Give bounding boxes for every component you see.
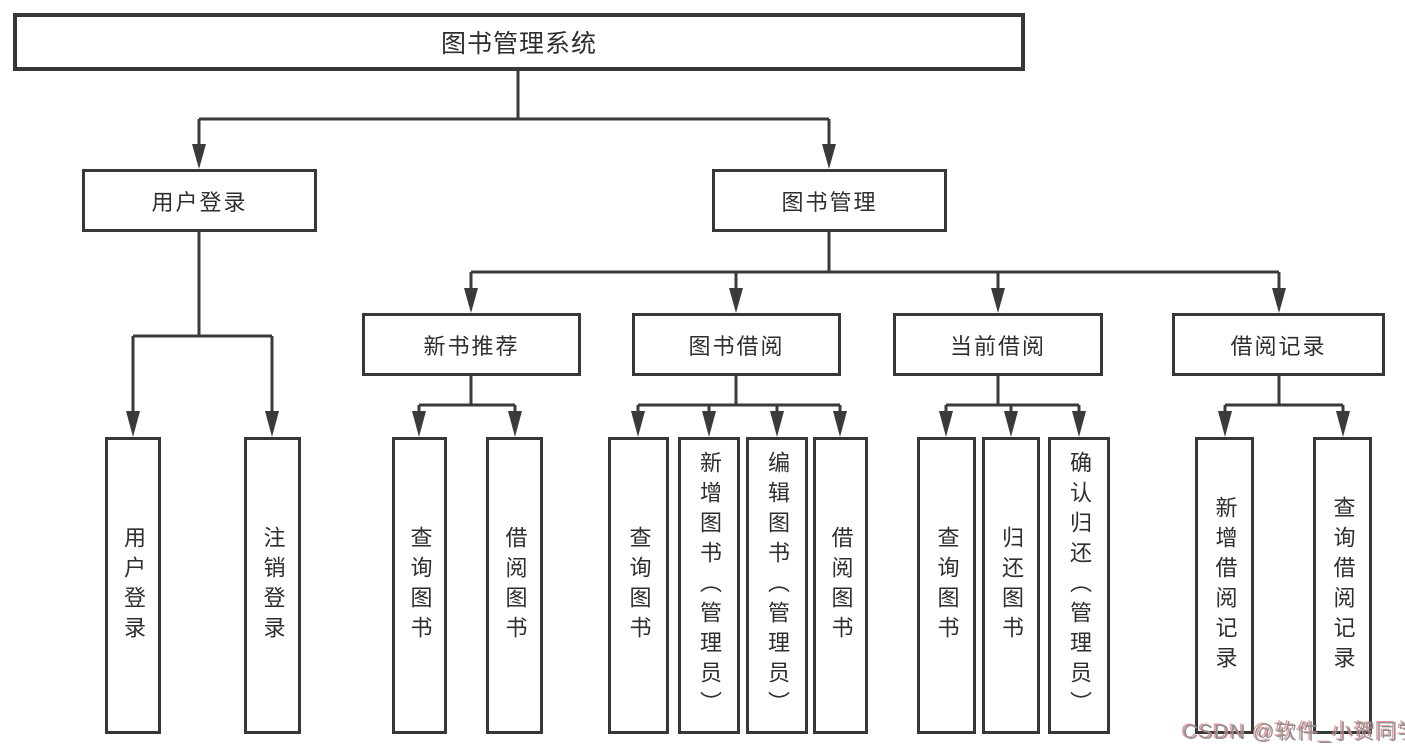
node-user-login: 用户登录 [82,169,317,232]
leaf-borrow-books-recommend: 借阅图书 [486,437,543,734]
node-current-borrowing: 当前借阅 [893,313,1103,376]
node-root: 图书管理系统 [13,13,1025,71]
node-new-book-recommend: 新书推荐 [362,313,581,376]
arrowhead-icons [126,144,1350,437]
leaf-query-books-current: 查询图书 [917,437,976,734]
leaf-add-borrow-record: 新增借阅记录 [1195,437,1254,734]
csdn-watermark: CSDN @软件_小贺同学 [1183,721,1405,744]
connector-lines [131,71,1345,413]
leaf-edit-book-admin: 编辑图书（管理员） [746,437,808,734]
leaf-add-book-admin: 新增图书（管理员） [678,437,740,734]
leaf-return-books: 归还图书 [982,437,1040,734]
node-book-management: 图书管理 [712,169,947,232]
leaf-user-login: 用户登录 [105,437,161,734]
leaf-logout: 注销登录 [244,437,301,734]
leaf-query-books-borrowing: 查询图书 [608,437,669,734]
leaf-query-borrow-record: 查询借阅记录 [1313,437,1372,734]
node-book-borrowing: 图书借阅 [632,313,841,376]
node-borrowing-records: 借阅记录 [1172,313,1385,376]
leaf-borrow-books-borrowing: 借阅图书 [813,437,868,734]
leaf-confirm-return-admin: 确认归还（管理员） [1048,437,1110,734]
leaf-query-books-recommend: 查询图书 [392,437,447,734]
